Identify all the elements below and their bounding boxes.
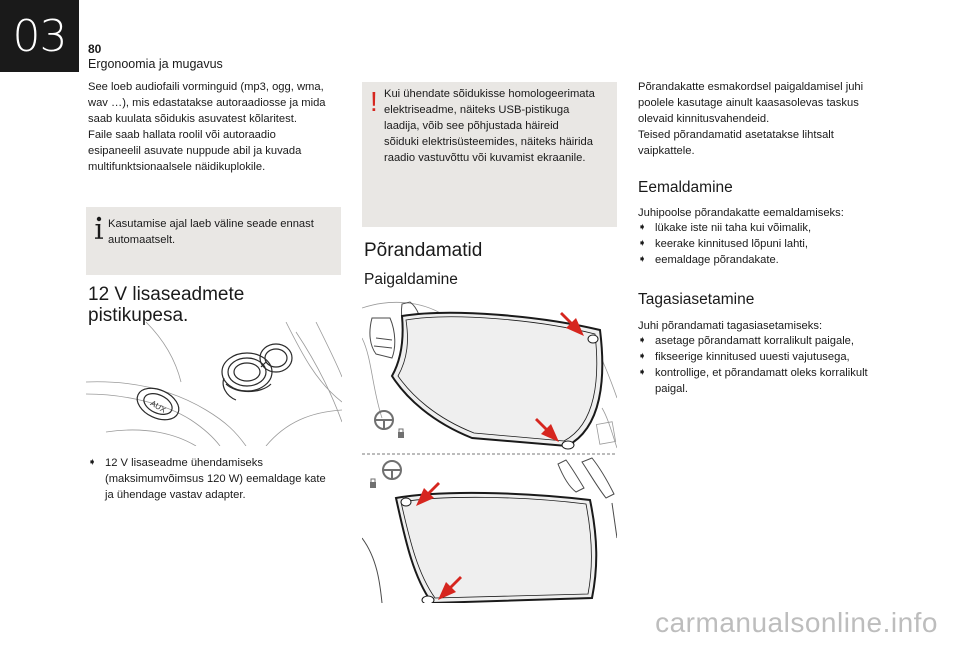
chapter-tab: 03 [0, 0, 79, 72]
arrow-down-left-icon [438, 576, 462, 600]
floor-mat-illustration [362, 301, 617, 603]
list-item: ➧eemaldage põrandakate. [638, 254, 779, 266]
arrow-down-left-icon [416, 482, 440, 506]
watermark: carmanualsonline.info [655, 607, 938, 638]
removal-heading: Eemaldamine [638, 179, 733, 196]
list-item: ➧12 V lisaseadme ühendamiseks(maksimumvõ… [88, 457, 326, 501]
removal-intro: Juhipoolse põrandakatte eemaldamiseks: [638, 207, 844, 219]
warning-exclamation-icon: ! [370, 86, 378, 117]
col1-intro-paragraph: See loeb audiofaili vorminguid (mp3, ogg… [88, 81, 326, 173]
floor-mats-heading: Põrandamatid [364, 240, 483, 261]
removal-steps: ➧lükake iste nii taha kui võimalik, ➧kee… [638, 220, 898, 268]
reinstall-intro: Juhi põrandamati tagasiasetamiseks: [638, 320, 823, 332]
arrow-right-icon: ➧ [88, 457, 97, 468]
info-note-text: Kasutamise ajal laeb väline seade ennast… [108, 218, 314, 246]
arrow-right-icon: ➧ [638, 351, 647, 362]
arrow-right-icon: ➧ [638, 222, 647, 233]
installation-subheading: Paigaldamine [364, 271, 458, 288]
arrow-right-icon: ➧ [638, 238, 647, 249]
arrow-right-icon: ➧ [638, 335, 647, 346]
section-title: Ergonoomia ja mugavus [88, 57, 223, 71]
chapter-number: 03 [12, 10, 68, 62]
reinstall-heading: Tagasiasetamine [638, 291, 755, 308]
lock-icon [398, 428, 404, 438]
arrow-right-icon: ➧ [638, 367, 647, 378]
accessory-socket-instructions: ➧12 V lisaseadme ühendamiseks(maksimumvõ… [88, 455, 348, 503]
list-item: ➧lükake iste nii taha kui võimalik, [638, 222, 812, 234]
steering-wheel-icon [382, 460, 402, 480]
info-note-box: Kasutamise ajal laeb väline seade ennast… [86, 207, 341, 275]
aux-socket-illustration: AUX [86, 322, 342, 446]
arrow-right-icon: ➧ [638, 254, 647, 265]
list-item: ➧asetage põrandamatt korralikult paigale… [638, 335, 855, 347]
reinstall-steps: ➧asetage põrandamatt korralikult paigale… [638, 333, 908, 397]
page-number: 80 [88, 42, 102, 56]
steering-wheel-icon [374, 410, 394, 430]
aux-label: AUX [149, 399, 168, 415]
warning-note-box: ! Kui ühendate sõidukisse homologeerimat… [362, 82, 617, 227]
list-item: ➧fikseerige kinnitused uuesti vajutusega… [638, 351, 850, 363]
lock-icon [370, 478, 376, 488]
arrow-down-right-icon [535, 418, 559, 442]
list-item: ➧kontrollige, et põrandamatt oleks korra… [638, 367, 868, 395]
info-icon [95, 216, 103, 239]
arrow-down-right-icon [560, 312, 584, 336]
col3-intro-paragraph: Põrandakatte esmakordsel paigaldamisel j… [638, 81, 864, 157]
list-item: ➧keerake kinnitused lõpuni lahti, [638, 238, 808, 250]
